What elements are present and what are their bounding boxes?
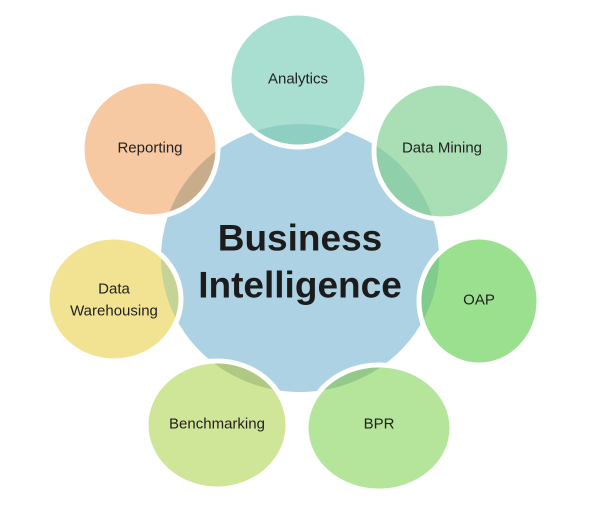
center-circle-business-intelligence <box>161 124 439 392</box>
center-label-line-1: Business <box>218 217 383 258</box>
node-circle-benchmarking <box>143 358 291 492</box>
node-circle-data-warehousing <box>44 234 184 364</box>
center-label-line-2: Intelligence <box>198 264 402 305</box>
node-label-data-warehousing-line-2: Warehousing <box>70 302 158 319</box>
node-label-data-warehousing-line-1: Data <box>98 280 130 297</box>
node-label-benchmarking: Benchmarking <box>169 415 265 432</box>
node-label-analytics: Analytics <box>268 70 328 87</box>
node-label-data-mining: Data Mining <box>402 139 482 156</box>
node-circle-analytics <box>226 10 370 150</box>
node-circle-reporting <box>79 78 221 220</box>
node-circle-bpr <box>303 362 455 494</box>
node-circle-oap <box>416 234 542 368</box>
node-label-bpr: BPR <box>364 415 395 432</box>
node-label-reporting: Reporting <box>117 139 182 156</box>
node-overlap-data-mining <box>376 124 439 217</box>
node-label-oap: OAP <box>463 291 495 308</box>
